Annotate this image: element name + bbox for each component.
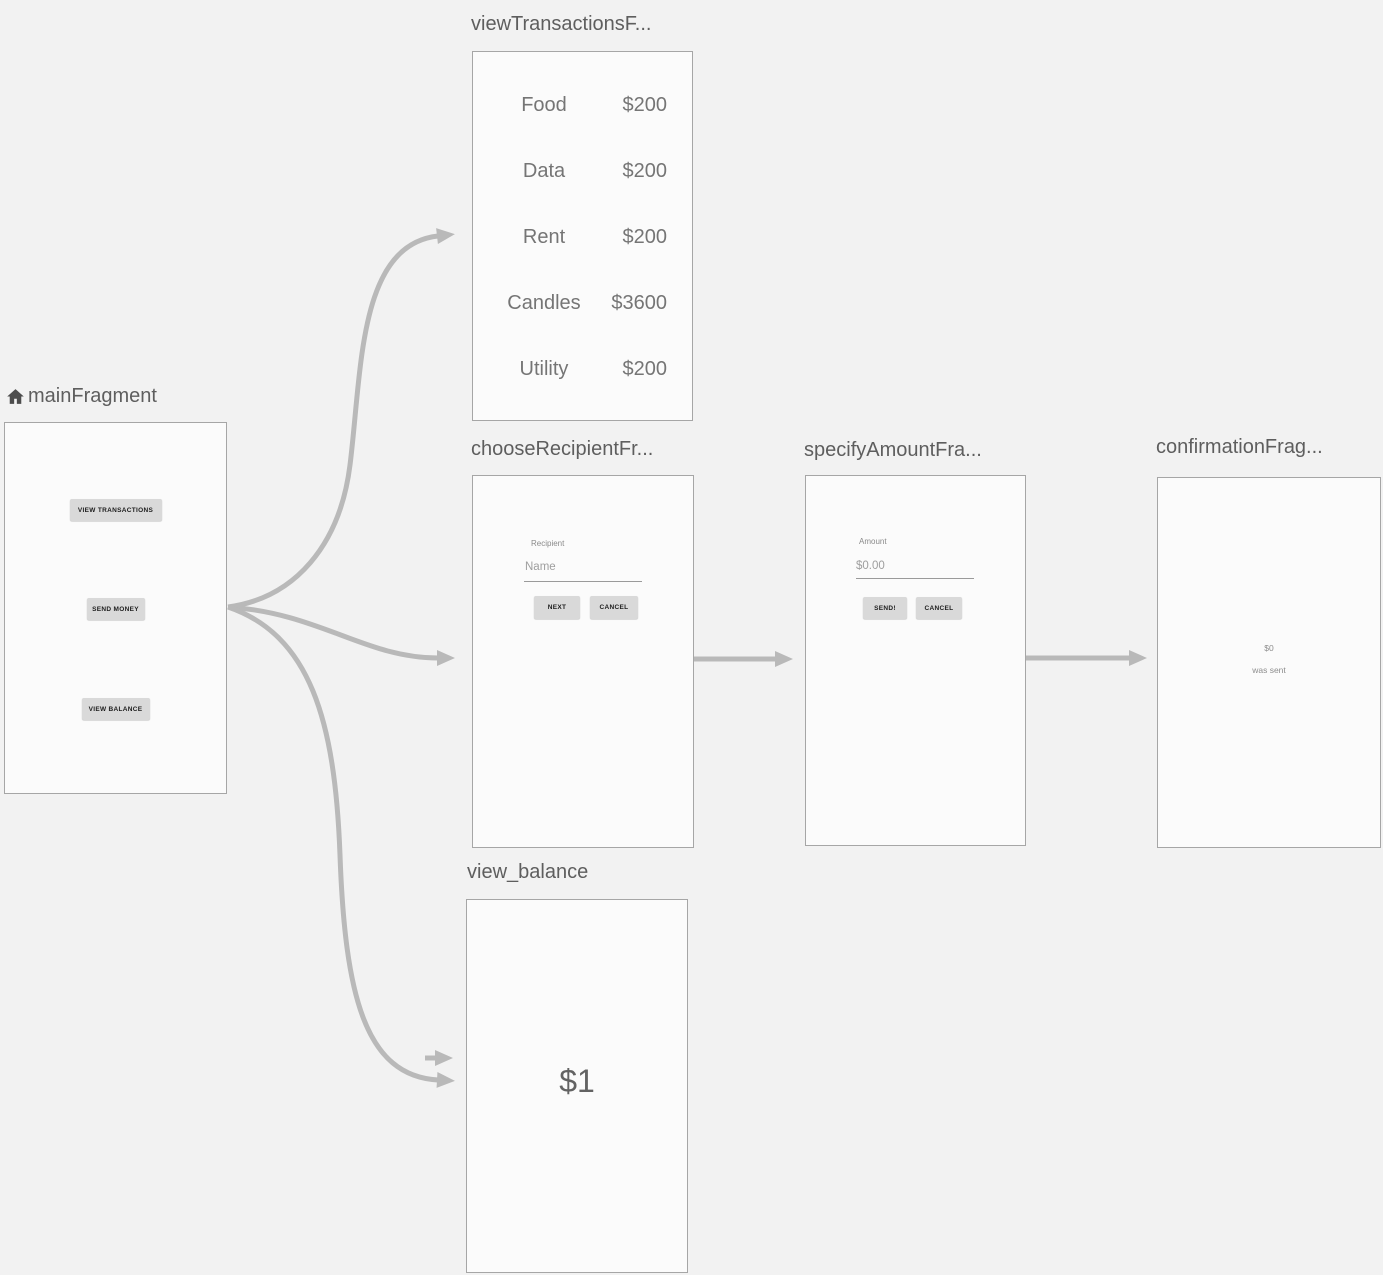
preview-button-cancel: CANCEL: [590, 596, 638, 619]
transaction-amount: $3600: [611, 291, 667, 314]
transaction-row: Utility $200: [473, 336, 692, 402]
fragment-card-view-balance[interactable]: $1: [466, 899, 688, 1273]
transactions-list: Food $200 Data $200 Rent $200 Candles $3…: [473, 72, 692, 402]
action-arrow-main-to-view-balance[interactable]: [227, 604, 455, 1088]
fragment-title-choose-recipient: chooseRecipientFr...: [471, 438, 654, 460]
transaction-label: Rent: [522, 225, 566, 248]
transaction-amount: $200: [622, 225, 668, 248]
fragment-card-specify-amount[interactable]: Amount $0.00 SEND! CANCEL: [805, 475, 1026, 846]
transaction-amount: $200: [622, 357, 668, 380]
transaction-amount: $200: [622, 93, 668, 116]
fragment-title-confirmation: confirmationFrag...: [1156, 436, 1323, 458]
preview-button-view-balance: VIEW BALANCE: [81, 698, 150, 720]
preview-button-send: SEND!: [863, 597, 907, 619]
fragment-title-view-transactions: viewTransactionsF...: [471, 13, 652, 35]
recipient-name-input: Name: [525, 561, 556, 573]
transaction-amount: $200: [622, 159, 668, 182]
transaction-row: Food $200: [473, 72, 692, 138]
amount-field-label: Amount: [859, 537, 887, 546]
transaction-row: Rent $200: [473, 204, 692, 270]
transaction-label: Food: [521, 93, 567, 116]
fragment-card-main[interactable]: VIEW TRANSACTIONS SEND MONEY VIEW BALANC…: [4, 422, 227, 794]
transaction-label: Data: [522, 159, 566, 182]
preview-button-send-money: SEND MONEY: [86, 598, 145, 620]
amount-input: $0.00: [856, 560, 885, 572]
confirmation-message-text: was sent: [1252, 665, 1286, 675]
balance-amount-text: $1: [559, 1063, 595, 1099]
transaction-label: Utility: [519, 357, 569, 380]
action-arrow-main-to-choose-recipient[interactable]: [227, 604, 455, 666]
preview-button-view-transactions: VIEW TRANSACTIONS: [69, 499, 162, 521]
confirmation-amount-text: $0: [1264, 643, 1274, 653]
preview-button-cancel: CANCEL: [916, 597, 962, 619]
transaction-label: Candles: [507, 291, 581, 314]
transaction-row: Candles $3600: [473, 270, 692, 336]
recipient-field-label: Recipient: [531, 539, 565, 548]
fragment-card-choose-recipient[interactable]: Recipient Name NEXT CANCEL: [472, 475, 694, 848]
fragment-title-label: mainFragment: [28, 385, 157, 407]
fragment-title-specify-amount: specifyAmountFra...: [804, 439, 982, 461]
fragment-card-confirmation[interactable]: $0 was sent: [1157, 477, 1381, 848]
preview-button-next: NEXT: [534, 596, 580, 619]
fragment-card-view-transactions[interactable]: Food $200 Data $200 Rent $200 Candles $3…: [472, 51, 693, 421]
home-icon: [6, 387, 25, 406]
action-arrow-main-to-view-transactions[interactable]: [227, 228, 455, 610]
recipient-input-underline: [524, 581, 642, 582]
fragment-title-main: mainFragment: [6, 385, 157, 408]
amount-input-underline: [856, 578, 974, 579]
transaction-row: Data $200: [473, 138, 692, 204]
fragment-title-view-balance: view_balance: [467, 861, 589, 883]
